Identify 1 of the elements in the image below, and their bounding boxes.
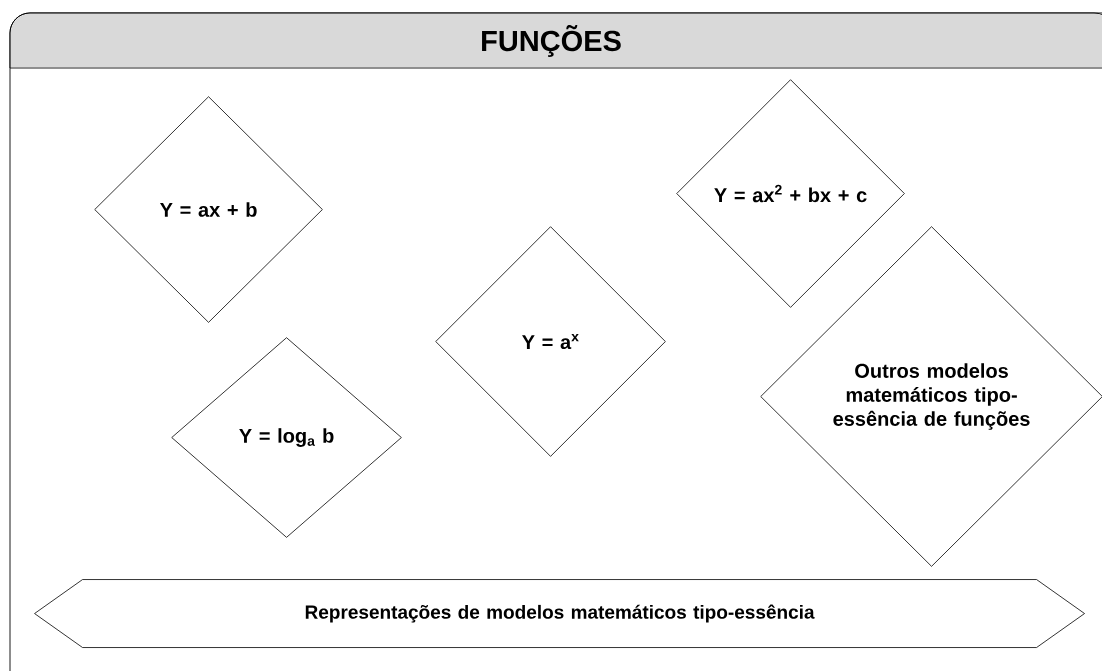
- banner: Representações de modelos matemáticos tipo-essência: [34, 579, 1085, 648]
